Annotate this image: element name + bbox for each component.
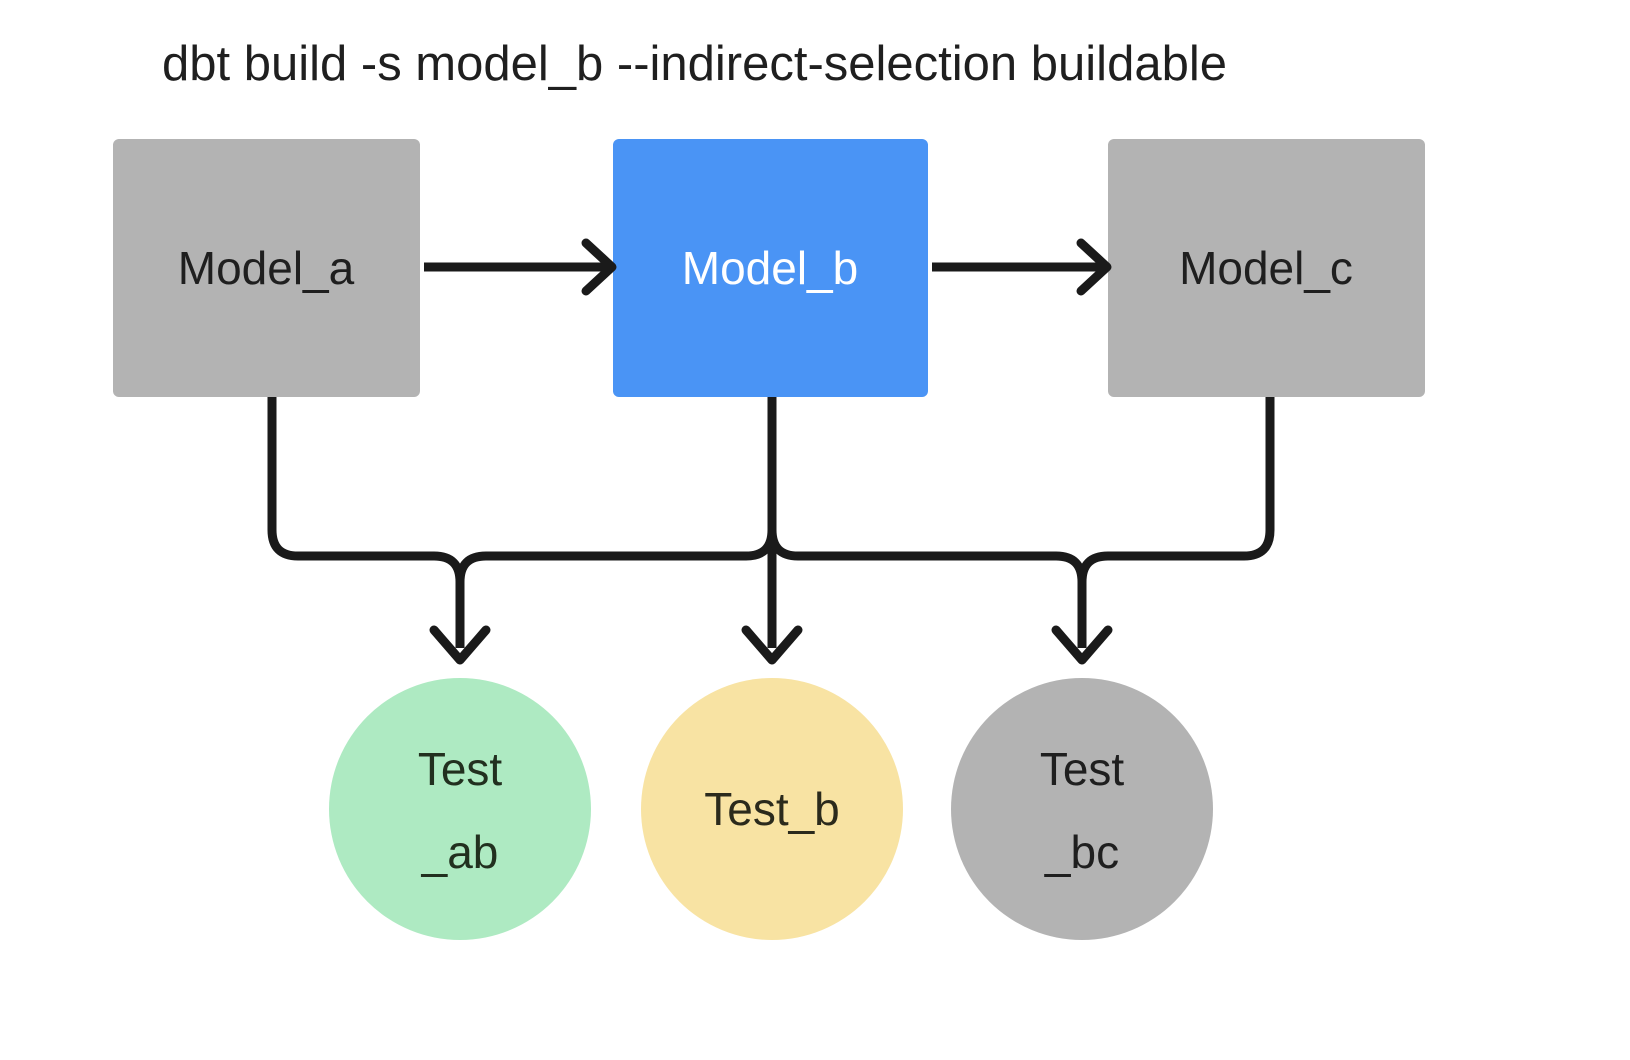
edge-model-c-to-test-bc — [1077, 397, 1275, 600]
node-model-a-label: Model_a — [178, 242, 355, 294]
edge-model-b-to-model-c — [932, 238, 1112, 296]
edge-model-b-to-test-bc — [767, 529, 1113, 665]
node-model-b-label: Model_b — [682, 242, 858, 294]
node-test-bc-label-line2: _bc — [1044, 826, 1119, 878]
node-model-a-shape[interactable] — [113, 139, 420, 397]
node-model-c-shape[interactable] — [1108, 139, 1425, 397]
node-test-bc-label-line1: Test — [1040, 743, 1125, 795]
diagram-title: dbt build -s model_b --indirect-selectio… — [162, 37, 1227, 91]
node-model-c-label: Model_c — [1179, 242, 1353, 294]
node-model-a[interactable]: Model_a — [113, 139, 420, 397]
edge-model-b-to-test-ab — [455, 529, 777, 600]
node-model-c[interactable]: Model_c — [1108, 139, 1425, 397]
node-test-ab-label-line2: _ab — [421, 826, 499, 878]
edge-model-a-to-test-ab — [267, 397, 491, 665]
node-test-b-shape[interactable] — [641, 678, 903, 940]
node-test-ab-shape[interactable] — [329, 678, 591, 940]
node-model-b-shape[interactable] — [613, 139, 928, 397]
node-test-b-label-line1: Test_b — [704, 783, 840, 835]
node-test-b[interactable]: Test_b — [641, 678, 903, 940]
edge-model-a-to-model-b — [424, 238, 617, 296]
node-test-ab[interactable]: Test _ab — [329, 678, 591, 940]
edge-model-b-to-test-b — [741, 397, 803, 665]
node-test-ab-label-line1: Test — [418, 743, 503, 795]
node-test-bc[interactable]: Test _bc — [951, 678, 1213, 940]
node-test-bc-shape[interactable] — [951, 678, 1213, 940]
node-model-b[interactable]: Model_b — [613, 139, 928, 397]
